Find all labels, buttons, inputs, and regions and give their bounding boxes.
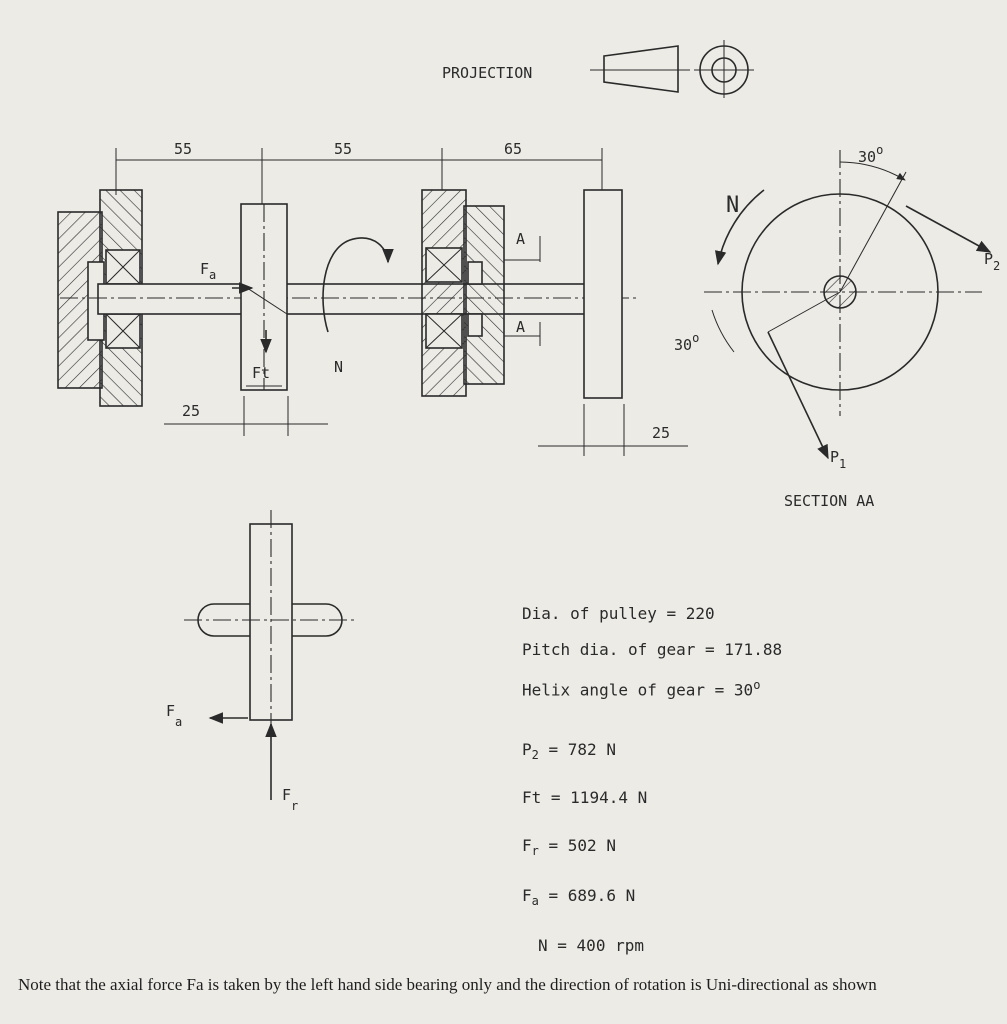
bottom-dimensions: 25 25	[164, 396, 688, 456]
label-ft: Ft	[252, 364, 270, 382]
projection-label: PROJECTION	[442, 64, 532, 82]
dim-25-gear: 25	[182, 402, 200, 420]
label-n-section: N	[726, 193, 739, 218]
dim-55-left: 55	[174, 140, 192, 158]
label-p1: P1	[830, 448, 846, 471]
label-fa-lower: Fa	[166, 702, 182, 729]
pulley	[583, 189, 623, 399]
label-n-shaft: N	[334, 358, 343, 376]
section-mark-a-top: A	[516, 230, 525, 248]
spec-n: N = 400 rpm	[538, 936, 644, 955]
helical-gear: Fa Ft	[200, 203, 288, 391]
projection-symbol: PROJECTION	[442, 40, 754, 98]
label-fa-upper: Fa	[200, 260, 216, 282]
section-mark-a-bottom: A	[516, 318, 525, 336]
spec-pulley-dia: Dia. of pulley = 220	[522, 604, 715, 623]
top-dimensions: 55 55 65	[115, 140, 603, 205]
dim-55-mid: 55	[334, 140, 352, 158]
spec-pitch-dia: Pitch dia. of gear = 171.88	[522, 640, 783, 659]
spec-helix-angle: Helix angle of gear = 30o	[522, 678, 761, 700]
spec-ft: Ft = 1194.4 N	[522, 788, 648, 807]
dim-65-right: 65	[504, 140, 522, 158]
spec-p2: P2 = 782 N	[522, 740, 616, 763]
angle-30-top: 30o	[858, 143, 883, 166]
spec-fa: Fa = 689.6 N	[522, 886, 636, 909]
shaft	[60, 283, 640, 315]
label-fr-lower: Fr	[282, 786, 298, 813]
right-bearing-housing: A A	[421, 189, 541, 397]
angle-30-left: 30o	[674, 331, 699, 354]
section-aa: 30o 30o N P2 P1 SECTION AA	[674, 143, 1000, 510]
gear-force-diagram: Fa Fr	[166, 510, 356, 813]
section-title: SECTION AA	[784, 492, 874, 510]
label-p2: P2	[984, 250, 1000, 273]
dim-25-pulley: 25	[652, 424, 670, 442]
rotation-arrow: N	[322, 237, 394, 376]
footnote: Note that the axial force Fa is taken by…	[18, 975, 877, 994]
spec-fr: Fr = 502 N	[522, 836, 616, 859]
